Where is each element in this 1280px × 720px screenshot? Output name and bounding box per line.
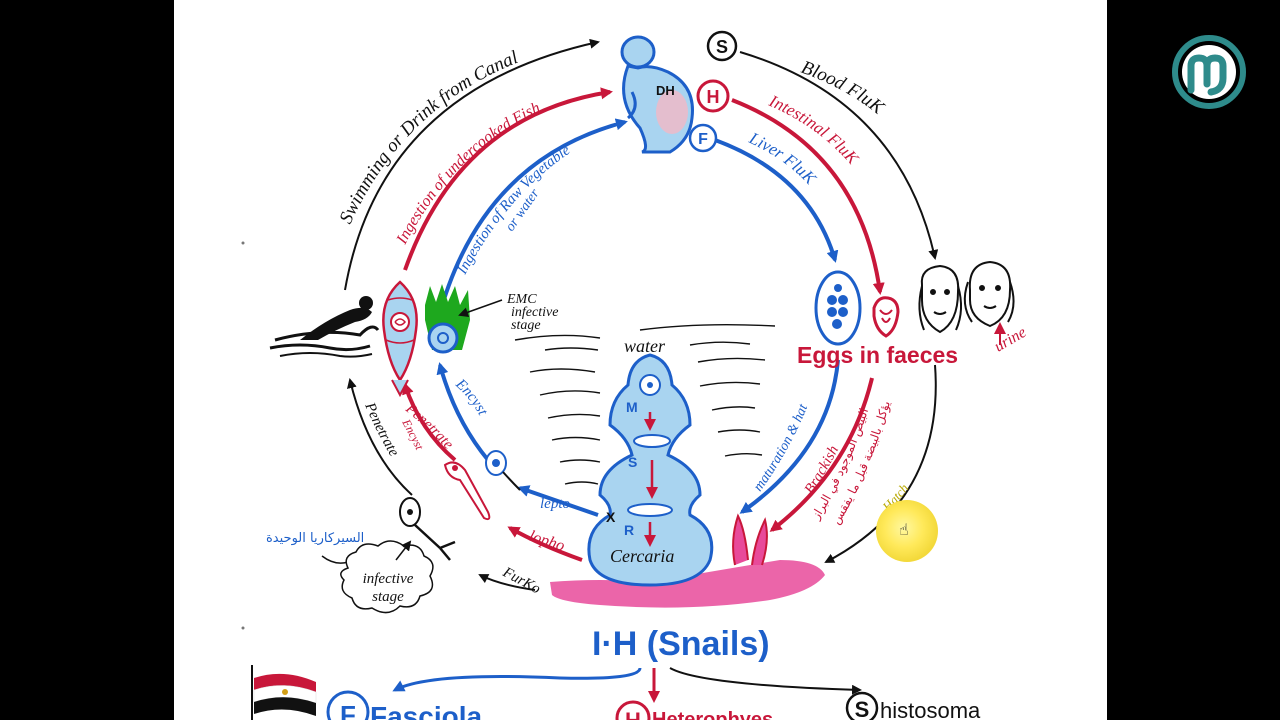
lopho-cercaria-figure	[443, 461, 491, 521]
furko-arc	[478, 574, 536, 591]
fasciola-bottom-label: Fasciola	[370, 701, 482, 720]
emc-label-line2: infective	[511, 305, 558, 320]
schistosoma-bottom-badge: S	[845, 691, 879, 720]
furko-label: FurKo	[499, 564, 543, 598]
fasciola-bottom-badge: F	[326, 690, 370, 720]
encyst-blue-arc	[436, 362, 490, 462]
stage-r-label: R	[624, 522, 634, 538]
stage-s-label: S	[628, 454, 637, 470]
eggs-to-snail-blue-arc	[739, 359, 840, 514]
fish-figure	[382, 280, 418, 398]
stage-m-label: M	[626, 399, 638, 415]
water-label: water	[624, 336, 666, 356]
intestinal-fluke-arc	[731, 98, 885, 295]
lepto-label: lepto	[540, 496, 571, 512]
water-lines	[514, 323, 776, 485]
snail-to-fish-red-arc	[507, 526, 583, 562]
furko-cercaria-figure	[399, 497, 456, 561]
emc-label-line1: EMC	[506, 292, 537, 307]
svg-text:H: H	[707, 87, 720, 107]
fasciola-egg	[814, 270, 862, 346]
heterophyes-top-badge: H	[696, 79, 730, 113]
eggs-in-faeces-label: Eggs in faeces	[797, 342, 958, 368]
penetrate-red-arc	[402, 382, 457, 462]
emc-label-line3: stage	[511, 318, 541, 333]
svg-text:S: S	[716, 37, 728, 57]
definitive-host-figure: DH	[620, 35, 694, 154]
schistosoma-bottom-label: histosoma	[880, 698, 981, 720]
cercaria-label: Cercaria	[610, 546, 674, 566]
lopho-label: lopho	[527, 528, 567, 555]
fasciola-top-badge: F	[688, 123, 718, 153]
egypt-flag	[251, 665, 317, 720]
infective-stage-line2: stage	[372, 589, 404, 605]
branch-to-schistosoma	[669, 667, 862, 695]
infective-stage-cloud	[340, 540, 434, 614]
svg-text:F: F	[340, 700, 356, 720]
emc-pointer	[458, 299, 503, 318]
lepto-arc	[517, 485, 599, 517]
penetrate-black-arc	[347, 378, 413, 496]
hand-cursor-icon: ☝	[899, 520, 909, 539]
svg-text:F: F	[698, 131, 708, 148]
arabic-cercaria-label: السيركاريا الوحيدة	[266, 531, 364, 546]
schistosoma-top-badge: S	[706, 30, 738, 62]
fish-ingestion-arc	[403, 87, 613, 271]
eggs-to-snail-red-arc	[769, 377, 874, 532]
cloud-connector	[321, 555, 349, 564]
swimmer-figure	[269, 296, 380, 358]
human-face-1	[918, 264, 962, 334]
human-face-2	[963, 260, 1015, 328]
stage-x-label: X	[606, 509, 616, 525]
vegetable-ingestion-arc	[436, 118, 628, 321]
svg-text:H: H	[625, 708, 641, 720]
heterophyes-bottom-badge: H	[615, 700, 651, 720]
heterophyes-egg	[872, 296, 900, 338]
infective-pointer	[395, 540, 412, 561]
snail-shell	[587, 353, 714, 587]
liver-fluke-arc	[714, 138, 839, 263]
redia-figure	[627, 503, 673, 517]
dh-label: DH	[656, 83, 675, 98]
branch-to-fasciola	[392, 667, 642, 692]
blood-fluke-arc	[739, 51, 939, 260]
lepto-cercaria-figure	[485, 450, 521, 491]
urine-label: urine	[992, 324, 1030, 356]
mouse-pointer-highlight	[876, 500, 938, 562]
swimming-arc	[344, 38, 600, 291]
blood-fluk-label: Blood FluK	[798, 57, 888, 119]
sporocyst-figure	[633, 434, 671, 448]
miracidium-figure	[639, 374, 661, 396]
schistosoma-hatch-arc	[824, 364, 937, 563]
svg-text:S: S	[855, 697, 870, 720]
infective-stage-line1: infective	[363, 571, 414, 587]
heterophyes-bottom-label: Heterophyes	[652, 709, 773, 720]
ih-snails-label: I·H (Snails)	[592, 625, 770, 663]
snail-body	[550, 513, 825, 608]
channel-logo-icon[interactable]	[1171, 34, 1247, 110]
vegetation-figure	[425, 284, 470, 354]
